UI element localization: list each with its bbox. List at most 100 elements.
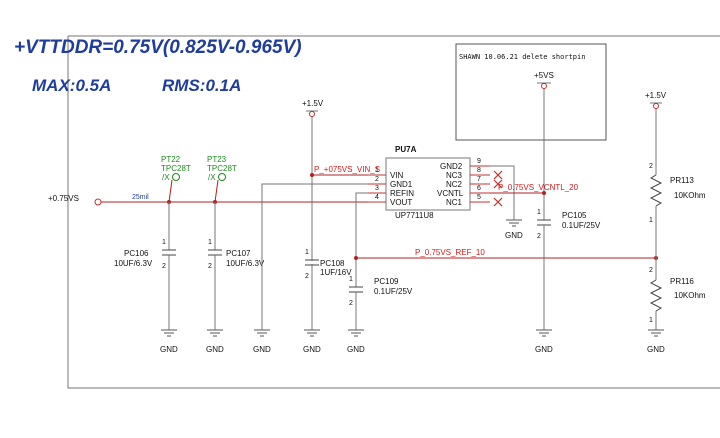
gnd-pc109: GND	[347, 329, 365, 354]
pr116-body	[649, 279, 663, 312]
ic-pin-name: NC3	[446, 171, 463, 180]
pt22-ref: PT22	[161, 155, 181, 164]
gnd-pr116: GND	[647, 329, 665, 354]
junction-dot	[542, 191, 546, 195]
pt22-circle	[172, 173, 180, 181]
pr113-pin: 1	[649, 217, 653, 224]
no-connect-nc2	[493, 179, 503, 189]
ic-pin-name: REFIN	[390, 189, 414, 198]
gnd-label: GND	[303, 345, 321, 354]
pc108-value: 1UF/16V	[320, 268, 352, 277]
ic-pin-name: VIN	[390, 171, 404, 180]
ic-pin-num: 7	[477, 176, 481, 183]
pt23-lead	[214, 179, 219, 203]
ic-pin-num: 5	[477, 194, 481, 201]
pr116-value: 10KOhm	[674, 291, 706, 300]
note-box	[455, 43, 607, 141]
gnd-label: GND	[647, 345, 665, 354]
ic-pin-num: 2	[375, 176, 379, 183]
ic-pin-name: NC1	[446, 198, 463, 207]
pc106-pin: 1	[162, 239, 166, 246]
pc105-ref: PC105	[562, 211, 587, 220]
junction-dot	[310, 173, 314, 177]
rail-input-connector	[94, 198, 102, 206]
pc109-value: 0.1UF/25V	[374, 287, 413, 296]
pc108-gap	[308, 261, 316, 264]
gnd-label: GND	[505, 231, 523, 240]
gnd-label: GND	[206, 345, 224, 354]
net-ref-label: P_0.75VS_REF_10	[415, 248, 485, 257]
pc106-value: 10UF/6.3V	[114, 259, 153, 268]
rail-5v-connector	[541, 83, 547, 89]
pr113-value: 10KOhm	[674, 191, 706, 200]
pt22-part: TPC28T	[161, 164, 191, 173]
gnd-pc105: GND	[535, 329, 553, 354]
no-connect-nc3	[493, 170, 503, 180]
test-point-pt23: PT23 TPC28T /X	[207, 155, 237, 203]
pc109-pin: 1	[349, 276, 353, 283]
gnd-pc107: GND	[206, 329, 224, 354]
ic-pin-name: GND2	[440, 162, 463, 171]
rail-15v-left-label: +1.5V	[302, 99, 324, 108]
ic-pin-num: 4	[375, 194, 379, 201]
ic-pin-name: VCNTL	[437, 189, 464, 198]
vtt-title: +VTTDDR=0.75V(0.825V-0.965V)	[14, 37, 302, 58]
pc109-ref: PC109	[374, 277, 399, 286]
no-connect-nc1	[493, 197, 503, 207]
pr116-pin: 2	[649, 267, 653, 274]
pt23-ref: PT23	[207, 155, 227, 164]
pr113-pin: 2	[649, 163, 653, 170]
pr116-ref: PR116	[670, 277, 694, 286]
pc106-ref: PC106	[124, 249, 149, 258]
gnd-label: GND	[535, 345, 553, 354]
net-vin-label: P_+075VS_VIN_S	[314, 165, 380, 174]
pr113-ref: PR113	[670, 176, 694, 185]
rail-15v-left-connector	[309, 111, 315, 117]
max-current: MAX:0.5A	[32, 76, 111, 95]
net-vcntl-label: P_0.75VS_VCNTL_20	[498, 183, 579, 192]
pc108-pin: 1	[305, 249, 309, 256]
gnd2-wire	[490, 165, 515, 220]
ic-part: UP7711U8	[395, 211, 434, 220]
ic-pin-num: 3	[375, 185, 379, 192]
pt22-pin: /X	[162, 173, 170, 182]
refin-wire	[355, 192, 368, 287]
pt22-lead	[168, 179, 173, 203]
junction-dot	[354, 256, 358, 260]
ic-pin-num: 6	[477, 185, 481, 192]
pc105-value: 0.1UF/25V	[562, 221, 601, 230]
pc106-pin: 2	[162, 263, 166, 270]
rms-current: RMS:0.1A	[162, 76, 241, 95]
pc105-pin: 2	[537, 233, 541, 240]
pt23-part: TPC28T	[207, 164, 237, 173]
ic-pin-num: 9	[477, 158, 481, 165]
pt23-circle	[218, 173, 226, 181]
ic-pin-name: VOUT	[390, 198, 412, 207]
ic-pu7a: PU7A UP7711U8 1 2 3 4 VIN GND1 REFIN VOU…	[368, 145, 490, 220]
pr116-pin: 1	[649, 317, 653, 324]
ic-pin-num: 1	[375, 167, 379, 174]
pc107-pin: 1	[208, 239, 212, 246]
pc105-pin: 1	[537, 209, 541, 216]
ic-pin-name: GND1	[390, 180, 413, 189]
test-point-pt22: PT22 TPC28T /X	[161, 155, 191, 203]
gnd-label: GND	[160, 345, 178, 354]
gnd-pc108: GND	[303, 329, 321, 354]
pc107-value: 10UF/6.3V	[226, 259, 265, 268]
pc108-pin: 2	[305, 273, 309, 280]
pc107-pin: 2	[208, 263, 212, 270]
trace-width-label: 25mil	[132, 194, 149, 201]
ic-pin-name: NC2	[446, 180, 463, 189]
pr113-body	[649, 174, 663, 207]
note-text: SHAWN 10.06.21 delete shortpin	[459, 53, 585, 61]
rail-5v-label: +5VS	[534, 71, 554, 80]
gnd1-wire	[261, 183, 368, 330]
gnd-pc106: GND	[160, 329, 178, 354]
sheet-border-left	[67, 36, 720, 389]
pc108-ref: PC108	[320, 259, 345, 268]
rail-15v-right-connector	[653, 103, 659, 109]
pt23-pin: /X	[208, 173, 216, 182]
gnd-label: GND	[347, 345, 365, 354]
